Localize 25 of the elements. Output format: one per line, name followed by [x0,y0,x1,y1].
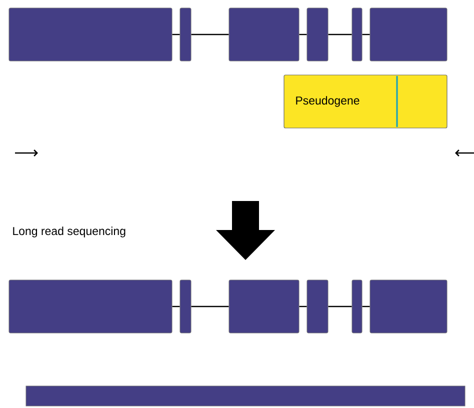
intron-line [299,306,307,308]
exon-box [370,280,448,334]
exon-box [352,8,362,62]
intron-line [328,306,352,308]
pseudogene-box: Pseudogene [284,74,448,128]
exon-box [306,280,328,334]
read-bar [26,386,466,406]
exon-box [180,8,192,62]
exon-box [306,8,328,62]
exon-box [8,8,172,62]
intron-line [172,306,180,308]
exon-box [352,280,362,334]
exon-box [228,280,300,334]
intron-line [362,34,370,36]
intron-line [299,34,307,36]
exon-box [8,280,172,334]
step-label: Long read sequencing [13,226,126,238]
exon-box [370,8,448,62]
intron-line [191,34,229,36]
intron-line [172,34,180,36]
intron-line [191,306,229,308]
intron-line [328,34,352,36]
intron-line [362,306,370,308]
exon-box [180,280,192,334]
exon-box [228,8,300,62]
